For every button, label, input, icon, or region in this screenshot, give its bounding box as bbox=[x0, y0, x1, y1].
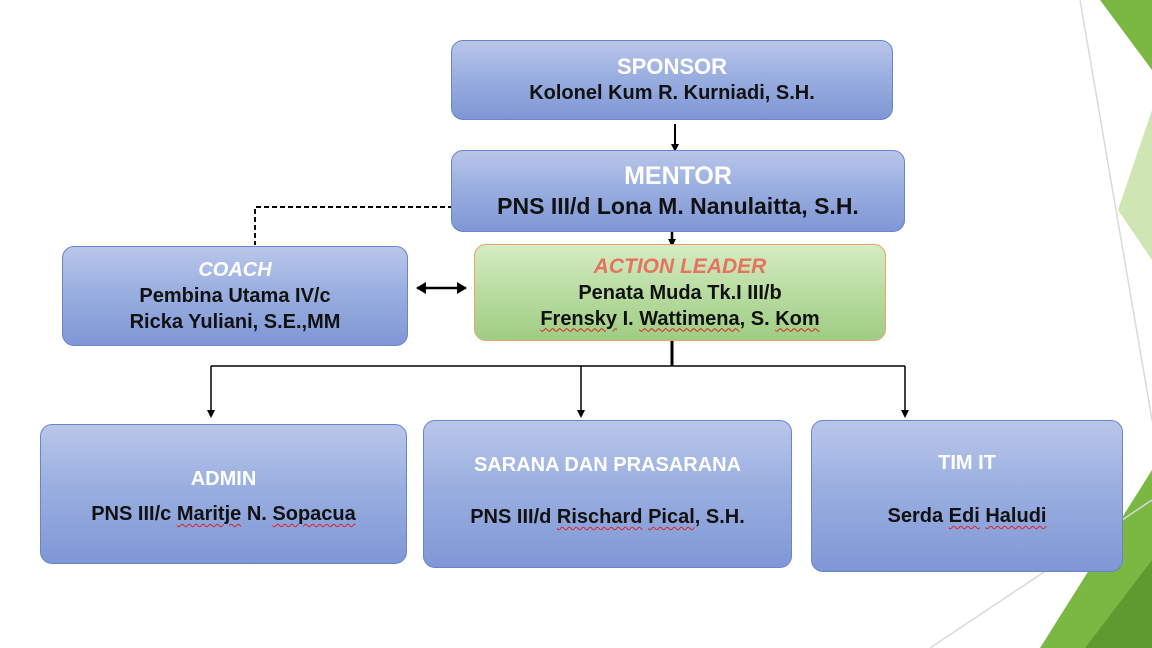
name-part: PNS III/d bbox=[470, 506, 557, 528]
name-part: Rischard bbox=[556, 506, 643, 528]
name-part: Serda bbox=[887, 505, 949, 527]
name-part: I. bbox=[617, 307, 640, 330]
name-part: Wattimena bbox=[639, 307, 740, 330]
name-part: Sopacua bbox=[272, 503, 356, 525]
action-leader-box: ACTION LEADER Penata Muda Tk.I III/b Fre… bbox=[474, 244, 886, 341]
sarana-title: SARANA DAN PRASARANA bbox=[473, 454, 742, 476]
corner-triangle-bottom-dark bbox=[1085, 560, 1152, 648]
name-part: , S.H. bbox=[694, 506, 745, 528]
sarana-name: PNS III/d Rischard Pical, S.H. bbox=[470, 504, 745, 530]
sarana-box: SARANA DAN PRASARANA PNS III/d Rischard … bbox=[423, 420, 792, 568]
name-part: Kom bbox=[775, 307, 820, 330]
name-part: PNS III/c bbox=[91, 503, 177, 525]
name-part: , S. bbox=[739, 307, 776, 330]
coach-title: COACH bbox=[198, 259, 272, 281]
action-leader-line1: Penata Muda Tk.I III/b bbox=[578, 281, 782, 304]
tim-it-name: Serda Edi Haludi bbox=[888, 503, 1047, 529]
sponsor-box: SPONSOR Kolonel Kum R. Kurniadi, S.H. bbox=[451, 40, 893, 120]
name-part: Pical bbox=[648, 506, 695, 528]
admin-box: ADMIN PNS III/c Maritje N. Sopacua bbox=[40, 424, 407, 564]
name-part: Edi bbox=[948, 505, 980, 527]
name-part: Haludi bbox=[985, 505, 1047, 527]
corner-triangle-top bbox=[1100, 0, 1152, 70]
coach-line2: Ricka Yuliani, S.E.,MM bbox=[129, 311, 341, 333]
sponsor-title: SPONSOR bbox=[616, 54, 728, 79]
tim-it-title: TIM IT bbox=[938, 452, 996, 474]
coach-line1: Pembina Utama IV/c bbox=[139, 285, 331, 307]
tim-it-box: TIM IT Serda Edi Haludi bbox=[811, 420, 1123, 572]
name-part: Maritje bbox=[176, 503, 242, 525]
mentor-title: MENTOR bbox=[624, 162, 732, 190]
coach-box: COACH Pembina Utama IV/c Ricka Yuliani, … bbox=[62, 246, 408, 346]
side-triangle-light bbox=[1118, 110, 1152, 260]
admin-name: PNS III/c Maritje N. Sopacua bbox=[91, 501, 356, 527]
admin-title: ADMIN bbox=[190, 468, 257, 490]
action-leader-title: ACTION LEADER bbox=[593, 254, 767, 278]
name-part: Frensky bbox=[540, 307, 618, 330]
mentor-name: PNS III/d Lona M. Nanulaitta, S.H. bbox=[497, 193, 859, 219]
action-leader-line2: Frensky I. Wattimena, S. Kom bbox=[540, 306, 819, 332]
sponsor-name: Kolonel Kum R. Kurniadi, S.H. bbox=[529, 82, 815, 104]
name-part: N. bbox=[241, 503, 273, 525]
mentor-box: MENTOR PNS III/d Lona M. Nanulaitta, S.H… bbox=[451, 150, 905, 232]
deco-line bbox=[1079, 0, 1152, 421]
